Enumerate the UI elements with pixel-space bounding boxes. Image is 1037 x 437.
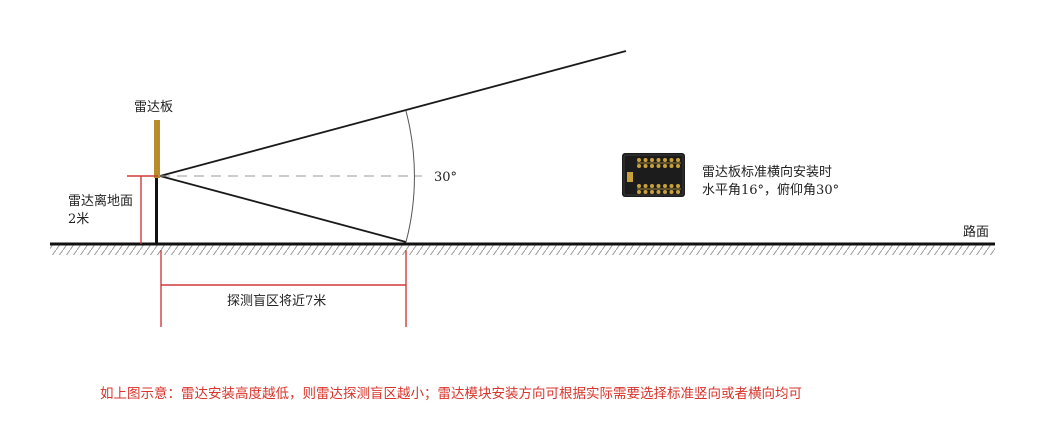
road-label: 路面 (963, 224, 989, 240)
module-pcb-edge (623, 154, 684, 196)
module-contact-pad (637, 164, 641, 168)
module-contact-pad (669, 184, 674, 188)
radar-beam (159, 50, 627, 243)
module-contact-pad (676, 164, 680, 168)
module-contact-pad (637, 184, 641, 188)
install-note-line-2: 水平角16°，俯仰角30° (702, 182, 839, 198)
module-contact-pad (663, 184, 667, 188)
module-contact-pad (676, 184, 680, 188)
module-contact-pad (669, 164, 674, 168)
module-contact-pad (650, 158, 654, 162)
module-contact-pad (656, 164, 661, 168)
module-contact-pad (669, 158, 674, 162)
module-contact-pad (669, 190, 674, 194)
blind-zone-label: 探测盲区将近7米 (227, 293, 326, 309)
module-contact-pad (663, 164, 667, 168)
module-contact-pad (643, 190, 648, 194)
module-contact-pad (637, 190, 641, 194)
height-label-line-1: 雷达离地面 (68, 193, 133, 209)
module-contact-pad (663, 190, 667, 194)
module-contact-pad (643, 164, 648, 168)
module-contact-pad (676, 158, 680, 162)
blind-zone-dimension (160, 250, 407, 327)
ground (50, 242, 995, 255)
module-connector (627, 172, 633, 182)
radar-mount (154, 120, 160, 244)
beam-lower-edge (159, 175, 407, 243)
module-contact-pad (650, 164, 654, 168)
beam-upper-edge (159, 50, 627, 177)
diagram-caption: 如上图示意：雷达安装高度越低，则雷达探测盲区越小；雷达模块安装方向可根据实际需要… (100, 385, 802, 402)
radar-board-label: 雷达板 (134, 100, 173, 115)
beam-angle-label: 30° (434, 170, 457, 185)
module-contact-pad (656, 158, 661, 162)
ground-hatching (50, 245, 995, 255)
radar-board (154, 120, 160, 178)
height-label-line-2: 2米 (68, 212, 89, 227)
module-contact-pad (650, 190, 654, 194)
module-contact-pad (637, 158, 641, 162)
module-contact-pad (643, 184, 648, 188)
module-contact-pad (650, 184, 654, 188)
install-note-line-1: 雷达板标准横向安装时 (702, 164, 832, 180)
height-dimension (127, 175, 158, 244)
mount-pole (155, 168, 158, 244)
module-contact-pad (656, 184, 661, 188)
module-contact-pad (663, 158, 667, 162)
module-contact-pad (676, 190, 680, 194)
beam-angle-arc (405, 110, 415, 243)
radar-module-image (622, 153, 685, 197)
module-contact-pad (656, 190, 661, 194)
module-antenna-contacts (637, 158, 681, 194)
module-contact-pad (643, 158, 648, 162)
